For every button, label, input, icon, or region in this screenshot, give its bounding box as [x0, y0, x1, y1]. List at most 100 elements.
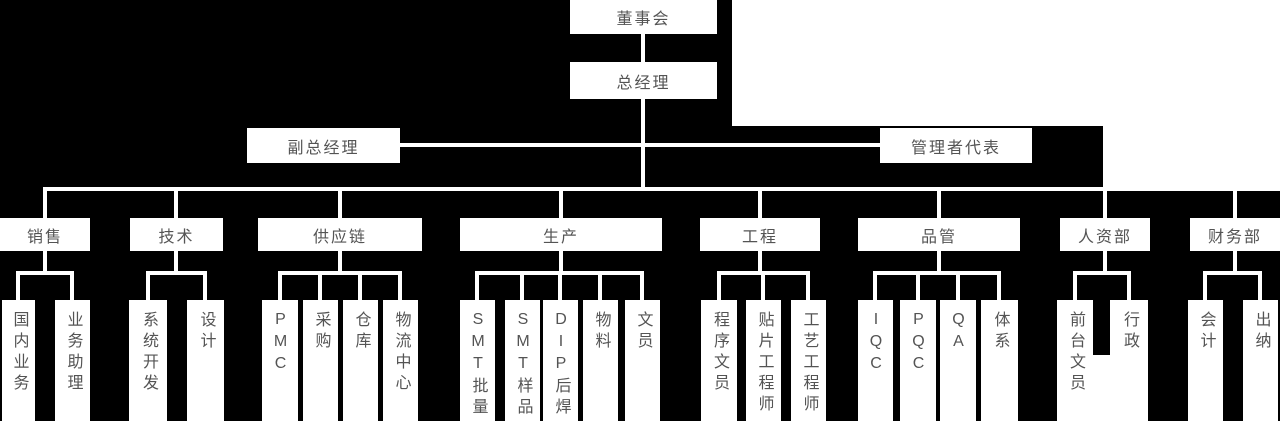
connector-line [43, 191, 47, 218]
leaf-logistics-center-label: 物流中心 [392, 311, 410, 395]
background-white-region-top-right [732, 0, 1280, 126]
leaf-system-development: 系统开发 [129, 300, 167, 421]
dept-supply-chain-label: 供应链 [312, 228, 367, 246]
node-general-manager-label: 总经理 [616, 74, 671, 92]
dept-technology-label: 技术 [158, 228, 195, 246]
connector-line [174, 251, 178, 271]
leaf-design: 设计 [187, 300, 224, 421]
leaf-cashier-label: 出纳 [1252, 311, 1270, 353]
connector-line [559, 191, 563, 218]
leaf-front-desk-clerk: 前台文员 [1057, 300, 1093, 421]
leaf-system-development-label: 系统开发 [140, 311, 157, 395]
leaf-cashier: 出纳 [1243, 300, 1278, 421]
connector-line [1258, 275, 1262, 300]
connector-line [146, 275, 150, 300]
connector-line [318, 275, 322, 300]
connector-line [475, 275, 479, 300]
leaf-purchasing: 采购 [303, 300, 338, 421]
connector-line [1073, 275, 1077, 300]
connector-line [16, 271, 74, 275]
dept-technology: 技术 [130, 218, 223, 251]
connector-line [338, 251, 342, 271]
dept-engineering: 工程 [700, 218, 820, 251]
leaf-administration: 行政 [1110, 300, 1148, 421]
connector-line [1127, 275, 1131, 300]
connector-line [956, 275, 960, 300]
leaf-program-clerk: 程序文员 [701, 300, 737, 421]
connector-line [16, 275, 20, 300]
leaf-dip-soldering-label: DIP后焊 [552, 311, 570, 419]
connector-line [1103, 251, 1107, 271]
dept-quality: 品管 [858, 218, 1020, 251]
dept-production: 生产 [460, 218, 662, 251]
dept-sales: 销售 [0, 218, 90, 251]
leaf-front-desk-clerk-label: 前台文员 [1067, 311, 1084, 395]
dept-quality-label: 品管 [920, 228, 957, 246]
connector-line [806, 275, 810, 300]
leaf-process-engineer: 工艺工程师 [791, 300, 826, 421]
connector-line [558, 275, 562, 300]
leaf-smt-sample: SMT样品 [505, 300, 540, 421]
connector-line [203, 275, 207, 300]
leaf-iqc-label: IQC [867, 311, 885, 377]
leaf-accounting-label: 会计 [1197, 311, 1215, 353]
node-management-representative-label: 管理者代表 [910, 139, 1001, 157]
leaf-logistics-center: 物流中心 [383, 300, 418, 421]
node-management-representative: 管理者代表 [880, 128, 1032, 163]
dept-production-label: 生产 [542, 228, 579, 246]
connector-line [278, 271, 402, 275]
leaf-business-assistant: 业务助理 [55, 300, 90, 421]
leaf-program-clerk-label: 程序文员 [711, 311, 728, 395]
dept-sales-label: 销售 [26, 228, 63, 246]
leaf-pmc: PMC [262, 300, 298, 421]
leaf-accounting: 会计 [1188, 300, 1223, 421]
connector-line [475, 271, 644, 275]
connector-line [717, 275, 721, 300]
leaf-materials-label: 物料 [592, 311, 610, 353]
leaf-smt-sample-label: SMT样品 [514, 311, 532, 419]
connector-line [873, 275, 877, 300]
connector-line [598, 275, 602, 300]
leaf-smt-engineer-label: 贴片工程师 [755, 311, 773, 416]
connector-line [717, 271, 810, 275]
leaf-pmc-label: PMC [272, 311, 289, 377]
leaf-administration-label: 行政 [1121, 311, 1138, 353]
leaf-domestic-business: 国内业务 [2, 300, 35, 421]
connector-line [338, 191, 342, 218]
leaf-qa: QA [940, 300, 976, 421]
connector-line [146, 271, 207, 275]
connector-line [1233, 191, 1237, 218]
connector-line [1233, 251, 1237, 271]
leaf-dip-soldering: DIP后焊 [543, 300, 578, 421]
connector-line [873, 271, 1001, 275]
connector-line [761, 275, 765, 300]
dept-engineering-label: 工程 [741, 228, 778, 246]
connector-line [278, 275, 282, 300]
leaf-smt-batch-label: SMT批量 [469, 311, 487, 419]
connector-line [997, 275, 1001, 300]
connector-line [43, 187, 1237, 191]
leaf-pqc-label: PQC [910, 311, 927, 377]
leaf-business-assistant-label: 业务助理 [64, 311, 82, 395]
node-deputy-general-manager-label: 副总经理 [287, 139, 360, 157]
leaf-clerk: 文员 [625, 300, 660, 421]
node-board-of-directors-label: 董事会 [616, 11, 671, 28]
connector-line [43, 251, 47, 271]
node-deputy-general-manager: 副总经理 [247, 128, 400, 163]
node-general-manager: 总经理 [570, 62, 717, 99]
connector-line [937, 251, 941, 271]
node-board-of-directors: 董事会 [570, 0, 717, 34]
connector-line [758, 191, 762, 218]
leaf-quality-system-label: 体系 [991, 311, 1009, 353]
connector-line [1203, 271, 1262, 275]
leaf-warehouse-label: 仓库 [352, 311, 370, 353]
connector-line [641, 34, 645, 62]
leaf-quality-system: 体系 [981, 300, 1018, 421]
leaf-iqc: IQC [858, 300, 893, 421]
connector-line [1073, 271, 1131, 275]
connector-line [758, 251, 762, 271]
connector-line [640, 275, 644, 300]
dept-hr-label: 人资部 [1077, 228, 1132, 246]
connector-line [398, 275, 402, 300]
leaf-qa-label: QA [950, 311, 967, 355]
